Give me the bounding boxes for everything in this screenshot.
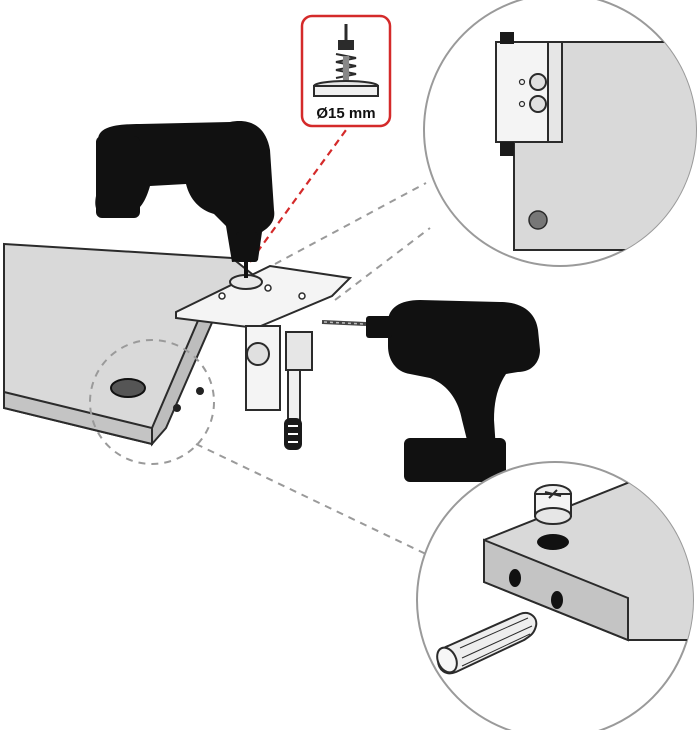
jig-screw-3 (298, 292, 306, 300)
jig-clamp-body (245, 325, 281, 411)
jig-plate (175, 264, 353, 330)
jig-screw-1 (218, 292, 226, 300)
diameter-callout: Ø15 mm (300, 14, 392, 128)
panel-side-edge (151, 314, 216, 447)
horizontal-drill-body (388, 300, 540, 452)
detail-top-hole-lower (529, 95, 547, 113)
leader-line-top-lower (334, 227, 431, 301)
detail-top-hole-upper (529, 73, 547, 91)
cam-hole (110, 378, 146, 398)
detail-top-content (495, 32, 696, 251)
horizontal-drill-bit-flute (323, 321, 365, 325)
cordless-drill-icon (95, 121, 275, 278)
leader-line-top (274, 182, 427, 265)
detail-top-jig-body (495, 41, 557, 143)
callout-collar (338, 40, 354, 50)
vertical-drill-body (95, 121, 275, 262)
leader-line-bottom (195, 443, 431, 557)
callout-diameter-label: Ø15 mm (316, 105, 375, 122)
detail-bottom-dowel-hole-1 (509, 569, 521, 587)
highlight-circle (89, 339, 215, 465)
detail-bottom-cam-hole (537, 534, 569, 550)
detail-top-pin-lower (518, 100, 526, 108)
callout-cutter-body (313, 85, 379, 97)
detail-bottom-dowel-hole-2 (551, 591, 563, 609)
red-leader-line (249, 129, 347, 263)
jig-clamp-arm (285, 331, 313, 371)
dowel-groove-3 (461, 633, 531, 667)
detail-top-screw-bottom (500, 142, 514, 156)
drilling-jig (175, 264, 353, 450)
dowel-groove-1 (459, 617, 529, 649)
jig-knob (246, 342, 270, 366)
cam-lock-icon (534, 484, 572, 525)
dowel-hole-2 (196, 387, 204, 395)
dowel-end (436, 646, 458, 674)
cordless-drill-icon-horizontal (321, 300, 540, 482)
vertical-drill-chuck (236, 232, 258, 262)
jig-screw-2 (264, 284, 272, 292)
horizontal-drill-chuck (366, 316, 392, 338)
detail-top-pin-upper (518, 78, 526, 86)
callout-stem (343, 56, 349, 82)
vertical-drill-battery (96, 136, 140, 218)
cam-lock-base (534, 507, 572, 525)
wooden-dowel-icon (436, 612, 538, 675)
wooden-panel (3, 242, 264, 447)
horizontal-drill-battery (404, 438, 506, 482)
detail-top-drilled-hole (528, 210, 548, 230)
detail-top-screw-top (500, 32, 514, 44)
callout-spring (335, 53, 357, 79)
dowel-hole-1 (173, 404, 181, 412)
leader-lines (195, 182, 431, 557)
cam-lock-cross-slot (544, 489, 562, 499)
detail-bottom-content (436, 477, 693, 675)
detail-top-jig-side (547, 41, 563, 143)
detail-bottom-panel-front (483, 538, 629, 642)
dowel-groove-2 (461, 625, 533, 659)
